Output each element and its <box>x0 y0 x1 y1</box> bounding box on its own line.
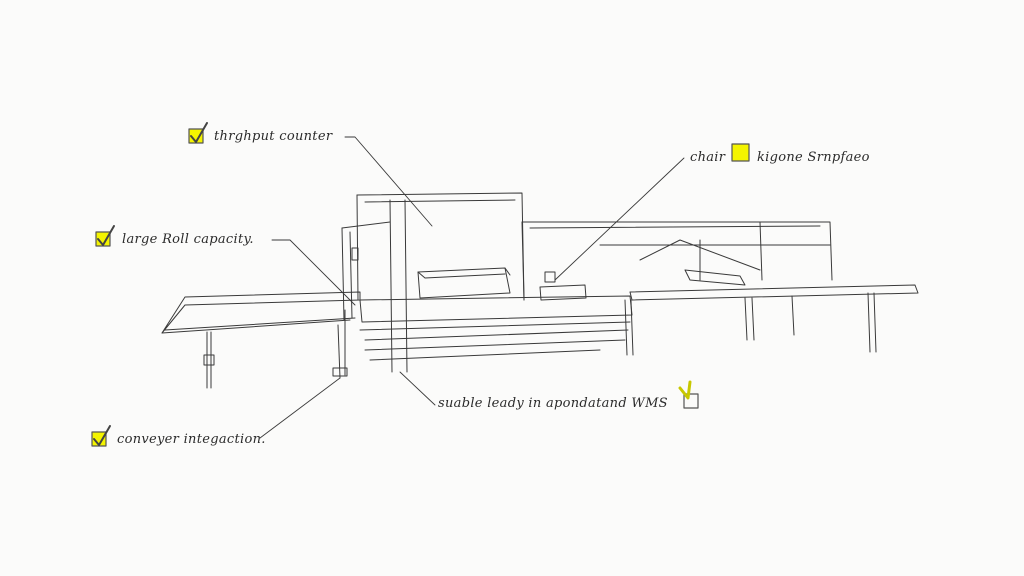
sensor-label: kigone Srnpfaeo <box>757 150 870 165</box>
roll-capacity-label: large Roll capacity. <box>122 232 254 247</box>
throughput-counter-label: thrghput counter <box>214 129 333 144</box>
glass-tunnel <box>521 221 833 301</box>
leader-lines <box>259 136 685 439</box>
right-table <box>629 269 919 353</box>
left-conveyor <box>161 291 361 389</box>
wms-label: suable leady in apondatand WMS <box>438 396 668 411</box>
wrapper-housing <box>341 192 525 373</box>
machine-base <box>332 271 634 379</box>
conveyor-integration-label: conveyer integaction. <box>117 432 266 447</box>
checkboxes <box>91 122 750 447</box>
chair-label: chair <box>690 150 726 165</box>
